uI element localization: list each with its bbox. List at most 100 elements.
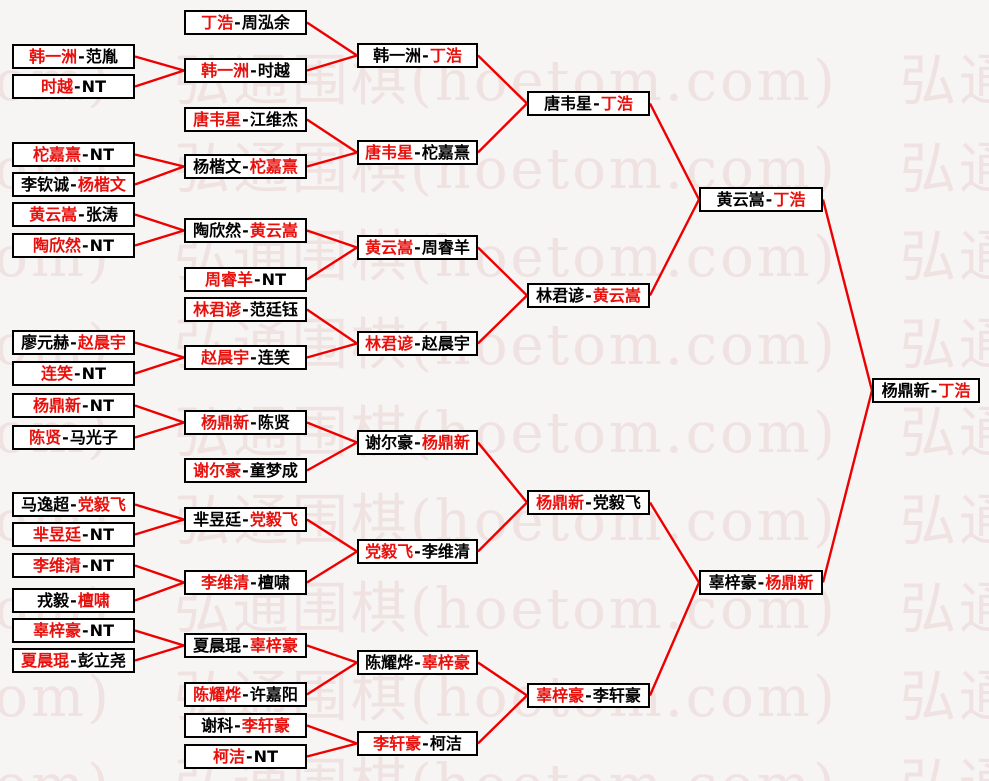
hyphen-separator: -	[242, 684, 249, 704]
match-box-d3[interactable]: 杨鼎新-党毅飞	[527, 490, 650, 515]
match-box-c7[interactable]: 陈耀烨-辜梓豪	[357, 650, 478, 675]
match-box-b4[interactable]: 杨楷文-柁嘉熹	[184, 154, 307, 179]
bracket-line	[306, 742, 358, 758]
match-box-c2[interactable]: 唐韦星-柁嘉熹	[357, 140, 478, 165]
match-box-f1[interactable]: 杨鼎新-丁浩	[872, 378, 980, 403]
match-box-a12[interactable]: 芈昱廷-NT	[12, 522, 135, 547]
match-box-b8[interactable]: 赵晨宇-连笑	[184, 345, 307, 370]
match-box-a2[interactable]: 时越-NT	[12, 74, 135, 99]
match-box-c5[interactable]: 谢尔豪-杨鼎新	[357, 430, 478, 455]
match-box-b2[interactable]: 韩一洲-时越	[184, 58, 307, 83]
loser-name: 谢尔豪	[365, 432, 414, 452]
loser-name: 杨楷文	[193, 156, 242, 176]
match-box-d4[interactable]: 辜梓豪-李轩豪	[527, 683, 650, 708]
hyphen-separator: -	[757, 572, 765, 592]
bracket-line	[134, 213, 185, 232]
match-box-b12[interactable]: 李维清-檀啸	[184, 570, 307, 595]
match-box-a4[interactable]: 李钦诚-杨楷文	[12, 172, 135, 197]
match-box-a1[interactable]: 韩一洲-范胤	[12, 44, 135, 69]
loser-name: 夏晨琨	[193, 635, 242, 655]
loser-name: 周泓余	[241, 12, 290, 32]
winner-name: 林君谚	[365, 333, 414, 353]
bracket-line	[134, 629, 185, 647]
bracket-line	[306, 54, 358, 72]
match-box-b14[interactable]: 陈耀烨-许嘉阳	[184, 682, 307, 707]
hyphen-separator: -	[242, 220, 249, 240]
match-box-c1[interactable]: 韩一洲-丁浩	[357, 43, 478, 68]
match-box-b11[interactable]: 芈昱廷-党毅飞	[184, 507, 307, 532]
match-box-c8[interactable]: 李轩豪-柯洁	[357, 731, 478, 756]
winner-name: 党毅飞	[249, 509, 298, 529]
hyphen-separator: -	[82, 555, 89, 575]
match-box-b13[interactable]: 夏晨琨-辜梓豪	[184, 633, 307, 658]
winner-name: 黄云嵩	[249, 220, 298, 240]
winner-name: 杨鼎新	[201, 412, 250, 432]
match-box-e2[interactable]: 辜梓豪-杨鼎新	[699, 570, 823, 595]
hyphen-separator: -	[242, 109, 249, 129]
winner-name: 韩一洲	[201, 60, 250, 80]
bracket-line	[306, 229, 358, 249]
hyphen-separator: -	[82, 235, 89, 255]
match-box-b15[interactable]: 谢科-李轩豪	[184, 713, 307, 738]
match-box-b1[interactable]: 丁浩-周泓余	[184, 10, 307, 35]
match-box-a10[interactable]: 陈贤-马光子	[12, 425, 135, 450]
match-box-a9[interactable]: 杨鼎新-NT	[12, 393, 135, 418]
hyphen-separator: -	[414, 333, 421, 353]
winner-name: 丁浩	[773, 189, 806, 209]
loser-name: NT	[89, 555, 114, 575]
winner-name: 陈贤	[29, 427, 62, 447]
loser-name: 黄云嵩	[716, 189, 765, 209]
hyphen-separator: -	[765, 189, 773, 209]
match-box-b7[interactable]: 林君谚-范廷钰	[184, 297, 307, 322]
bracket-line	[134, 503, 185, 521]
bracket-line	[477, 441, 528, 504]
match-box-c3[interactable]: 黄云嵩-周睿羊	[357, 235, 478, 260]
match-box-a13[interactable]: 李维清-NT	[12, 553, 135, 578]
loser-name: 童梦成	[249, 460, 298, 480]
match-box-a16[interactable]: 夏晨琨-彭立尧	[12, 648, 135, 673]
match-box-c6[interactable]: 党毅飞-李维清	[357, 539, 478, 564]
hyphen-separator: -	[74, 363, 81, 383]
bracket-line	[477, 694, 528, 745]
match-box-a3[interactable]: 柁嘉熹-NT	[12, 142, 135, 167]
bracket-line	[306, 518, 358, 553]
loser-name: NT	[253, 746, 278, 766]
winner-name: 杨鼎新	[765, 572, 814, 592]
match-box-a11[interactable]: 马逸超-党毅飞	[12, 492, 135, 517]
loser-name: 陈耀烨	[365, 652, 414, 672]
match-box-a15[interactable]: 辜梓豪-NT	[12, 618, 135, 643]
match-box-d1[interactable]: 唐韦星-丁浩	[527, 91, 650, 116]
match-box-a6[interactable]: 陶欣然-NT	[12, 233, 135, 258]
match-box-b9[interactable]: 杨鼎新-陈贤	[184, 410, 307, 435]
winner-name: 杨鼎新	[421, 432, 470, 452]
match-box-a8[interactable]: 连笑-NT	[12, 361, 135, 386]
loser-name: 时越	[257, 60, 290, 80]
winner-name: 夏晨琨	[21, 650, 70, 670]
match-box-d2[interactable]: 林君谚-黄云嵩	[527, 283, 650, 308]
match-box-b16[interactable]: 柯洁-NT	[184, 744, 307, 769]
loser-name: 檀啸	[257, 572, 290, 592]
match-box-b5[interactable]: 陶欣然-黄云嵩	[184, 218, 307, 243]
match-box-b3[interactable]: 唐韦星-江维杰	[184, 107, 307, 132]
match-box-c4[interactable]: 林君谚-赵晨宇	[357, 331, 478, 356]
match-box-a14[interactable]: 戎毅-檀啸	[12, 588, 135, 613]
bracket-line	[134, 165, 185, 186]
match-box-e1[interactable]: 黄云嵩-丁浩	[699, 187, 823, 212]
bracket-line	[134, 564, 185, 584]
loser-name: NT	[89, 395, 114, 415]
match-box-a5[interactable]: 黄云嵩-张涛	[12, 202, 135, 227]
match-box-b10[interactable]: 谢尔豪-童梦成	[184, 458, 307, 483]
loser-name: 范廷钰	[249, 299, 298, 319]
match-box-a7[interactable]: 廖元赫-赵晨宇	[12, 330, 135, 355]
loser-name: 马光子	[69, 427, 118, 447]
bracket-line	[306, 644, 358, 664]
bracket-line	[477, 102, 528, 154]
loser-name: 江维杰	[249, 109, 298, 129]
loser-name: 连笑	[257, 347, 290, 367]
hyphen-separator: -	[70, 332, 77, 352]
loser-name: 张涛	[85, 204, 118, 224]
match-box-b6[interactable]: 周睿羊-NT	[184, 267, 307, 292]
bracket-line	[134, 356, 185, 375]
winner-name: 黄云嵩	[29, 204, 78, 224]
